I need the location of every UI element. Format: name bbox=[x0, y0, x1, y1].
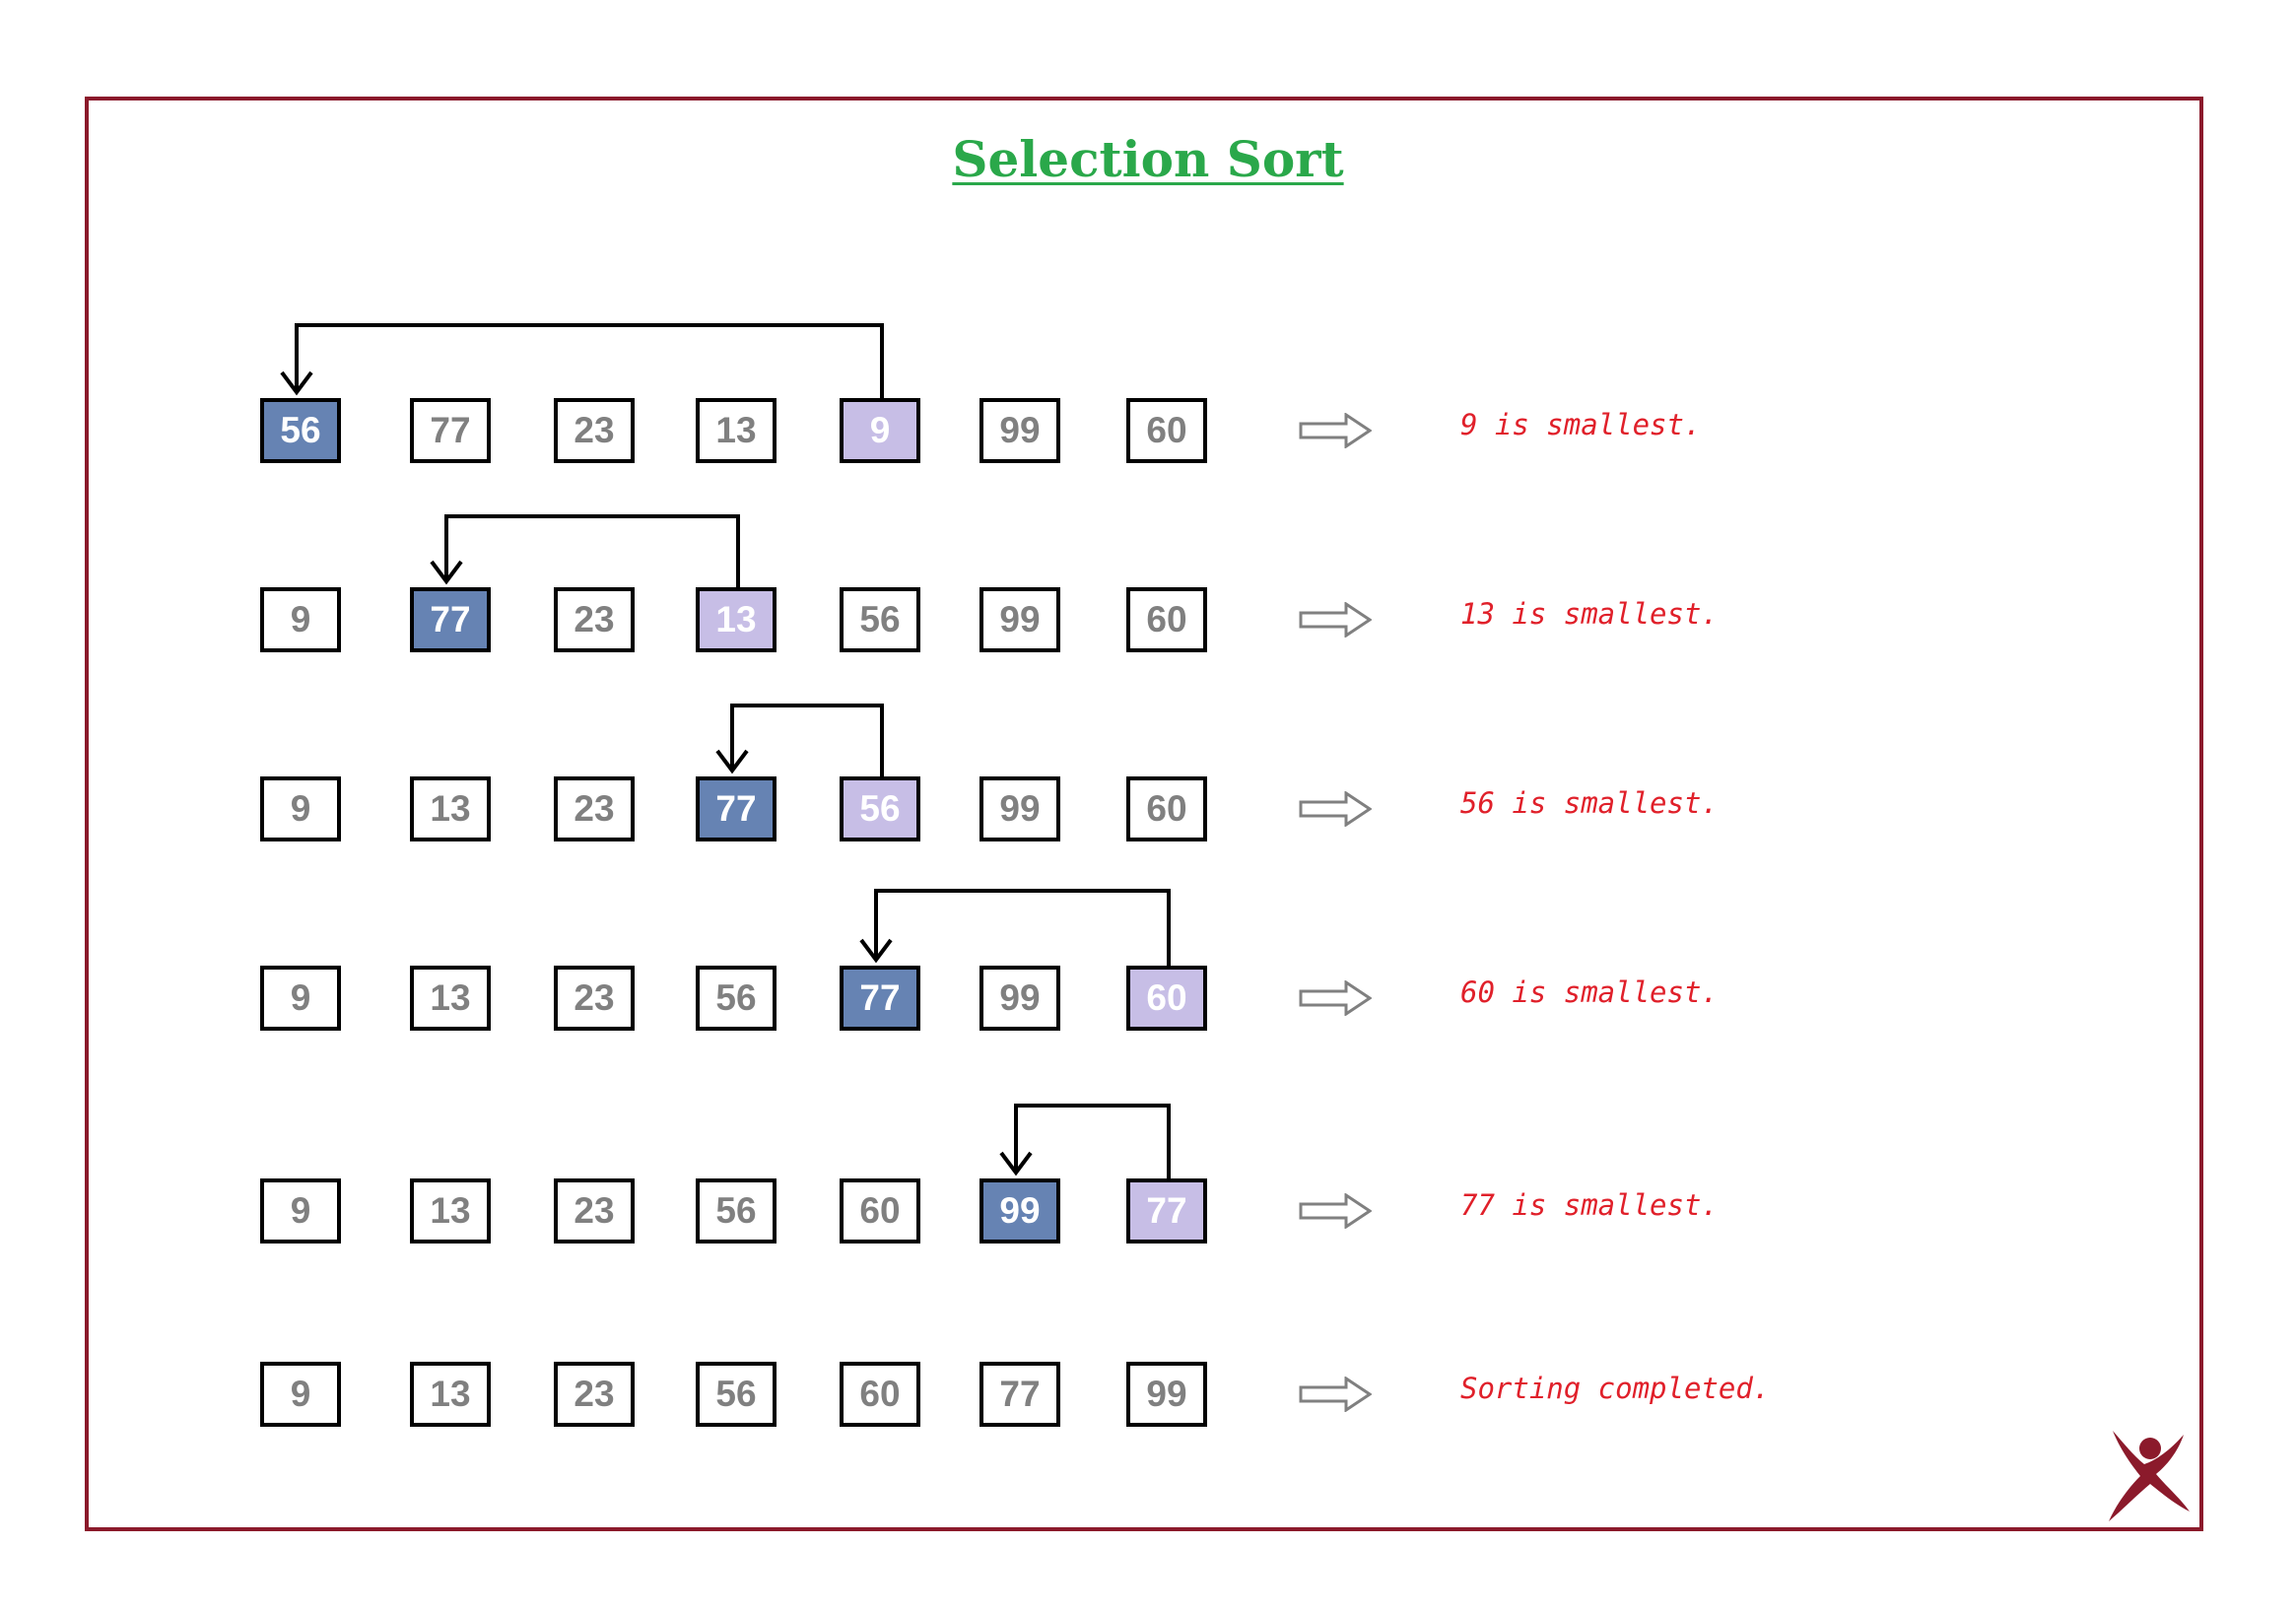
array-cell: 99 bbox=[979, 1178, 1060, 1243]
right-arrow-icon bbox=[1299, 1377, 1372, 1412]
array-cell: 60 bbox=[1126, 398, 1207, 463]
array-cell: 13 bbox=[696, 398, 777, 463]
array-cell: 99 bbox=[979, 966, 1060, 1031]
step-status-text: 13 is smallest. bbox=[1460, 597, 1719, 631]
array-cell: 23 bbox=[554, 587, 635, 652]
arrowhead bbox=[430, 560, 463, 585]
arrowhead bbox=[859, 938, 893, 964]
step-status-text: 77 is smallest. bbox=[1460, 1188, 1719, 1222]
array-cell: 23 bbox=[554, 776, 635, 841]
array-cell: 77 bbox=[1126, 1178, 1207, 1243]
array-cell: 13 bbox=[410, 776, 491, 841]
array-cell: 77 bbox=[410, 587, 491, 652]
step-status-text: 60 is smallest. bbox=[1460, 975, 1719, 1009]
array-cell: 60 bbox=[1126, 776, 1207, 841]
right-arrow-icon bbox=[1299, 602, 1372, 638]
step-status-text: Sorting completed. bbox=[1460, 1372, 1771, 1405]
array-cell: 56 bbox=[696, 1178, 777, 1243]
array-cell: 23 bbox=[554, 966, 635, 1031]
array-cell: 13 bbox=[410, 966, 491, 1031]
array-cell: 9 bbox=[260, 587, 341, 652]
array-cell: 99 bbox=[979, 398, 1060, 463]
array-cell: 23 bbox=[554, 1178, 635, 1243]
right-arrow-icon bbox=[1299, 1193, 1372, 1229]
array-cell: 9 bbox=[840, 398, 920, 463]
diagram-frame bbox=[85, 97, 2203, 1531]
array-cell: 56 bbox=[260, 398, 341, 463]
array-cell: 56 bbox=[696, 966, 777, 1031]
array-cell: 23 bbox=[554, 398, 635, 463]
array-cell: 77 bbox=[696, 776, 777, 841]
arrowhead bbox=[280, 370, 313, 396]
array-cell: 77 bbox=[840, 966, 920, 1031]
array-cell: 99 bbox=[1126, 1362, 1207, 1427]
array-cell: 60 bbox=[840, 1178, 920, 1243]
step-status-text: 56 is smallest. bbox=[1460, 786, 1719, 820]
dancing-figure-logo bbox=[2109, 1431, 2190, 1521]
array-cell: 13 bbox=[696, 587, 777, 652]
step-status-text: 9 is smallest. bbox=[1460, 408, 1702, 441]
right-arrow-icon bbox=[1299, 791, 1372, 827]
diagram-title: Selection Sort bbox=[952, 130, 1344, 188]
arrowhead bbox=[999, 1151, 1033, 1176]
right-arrow-icon bbox=[1299, 413, 1372, 448]
array-cell: 56 bbox=[840, 587, 920, 652]
array-cell: 56 bbox=[840, 776, 920, 841]
array-cell: 77 bbox=[979, 1362, 1060, 1427]
array-cell: 99 bbox=[979, 776, 1060, 841]
array-cell: 60 bbox=[840, 1362, 920, 1427]
array-cell: 60 bbox=[1126, 966, 1207, 1031]
right-arrow-icon bbox=[1299, 980, 1372, 1016]
array-cell: 56 bbox=[696, 1362, 777, 1427]
array-cell: 77 bbox=[410, 398, 491, 463]
array-cell: 99 bbox=[979, 587, 1060, 652]
arrowhead bbox=[715, 749, 749, 774]
array-cell: 9 bbox=[260, 966, 341, 1031]
array-cell: 60 bbox=[1126, 587, 1207, 652]
array-cell: 9 bbox=[260, 1178, 341, 1243]
array-cell: 13 bbox=[410, 1178, 491, 1243]
array-cell: 23 bbox=[554, 1362, 635, 1427]
array-cell: 9 bbox=[260, 776, 341, 841]
array-cell: 13 bbox=[410, 1362, 491, 1427]
array-cell: 9 bbox=[260, 1362, 341, 1427]
